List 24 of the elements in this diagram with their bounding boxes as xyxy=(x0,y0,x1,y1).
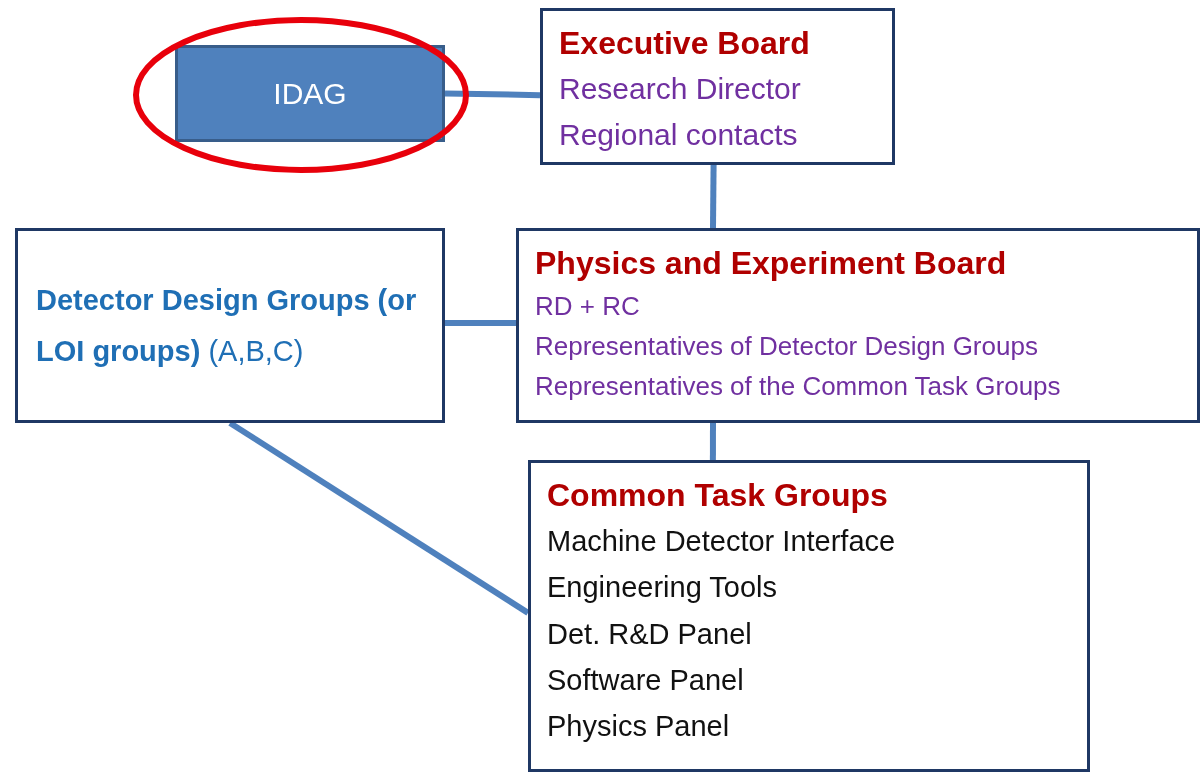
board-title: Physics and Experiment Board xyxy=(535,244,1007,283)
node-label: Detector Design Groups (or LOI groups) (A,B,C) xyxy=(36,282,418,369)
member-name: RD + RC xyxy=(535,289,640,323)
member-name: Representatives of Detector Design Groups xyxy=(535,330,1038,364)
member-name: Regional contacts xyxy=(559,117,798,154)
connector-line xyxy=(709,423,716,460)
group-box xyxy=(528,460,1090,772)
committee-box xyxy=(175,45,445,142)
connector-line xyxy=(445,319,516,326)
task-group-name: Software Panel xyxy=(547,662,744,698)
task-group-name: Det. R&D Panel xyxy=(547,616,752,652)
task-group-name: Machine Detector Interface xyxy=(547,523,896,559)
task-group-name: Physics Panel xyxy=(547,709,730,745)
board-box xyxy=(516,228,1200,423)
group-title: Common Task Groups xyxy=(547,476,888,515)
member-name: Research Director xyxy=(559,70,801,107)
node-label: IDAG xyxy=(273,76,347,111)
connector-line xyxy=(710,164,717,229)
member-name: Representatives of the Common Task Groups xyxy=(535,370,1061,404)
board-title: Executive Board xyxy=(559,24,810,63)
group-box xyxy=(15,228,445,423)
board-box xyxy=(540,8,895,165)
connector-line xyxy=(444,90,541,99)
task-group-name: Engineering Tools xyxy=(547,570,778,606)
